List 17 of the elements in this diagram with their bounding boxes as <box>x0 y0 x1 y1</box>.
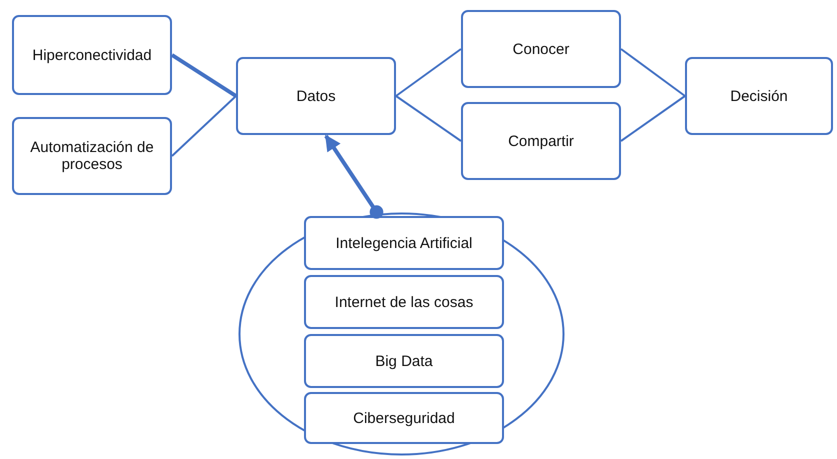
concept-box: Big Data <box>304 334 504 388</box>
connector-line <box>395 48 462 97</box>
concept-box: Hiperconectividad <box>12 15 172 95</box>
concept-box: Conocer <box>461 10 621 88</box>
concept-box: Internet de las cosas <box>304 275 504 329</box>
connector-line <box>620 95 686 142</box>
connector-line <box>620 48 686 97</box>
concept-box: Automatización de procesos <box>12 117 172 195</box>
concept-box: Decisión <box>685 57 833 135</box>
concept-box: Compartir <box>461 102 621 180</box>
concept-box: Datos <box>236 57 396 135</box>
connector-line <box>170 53 238 98</box>
arrow <box>324 134 384 219</box>
connector-line <box>395 95 462 142</box>
concept-box: Ciberseguridad <box>304 392 504 444</box>
connector-line <box>171 95 237 157</box>
concept-box: Intelegencia Artificial <box>304 216 504 270</box>
